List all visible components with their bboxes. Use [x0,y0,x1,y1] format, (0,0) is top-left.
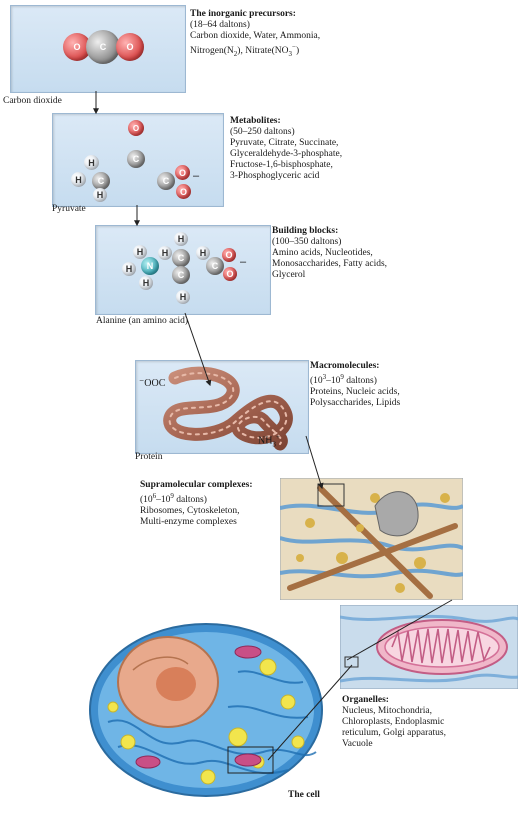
flow-connectors [0,0,521,814]
